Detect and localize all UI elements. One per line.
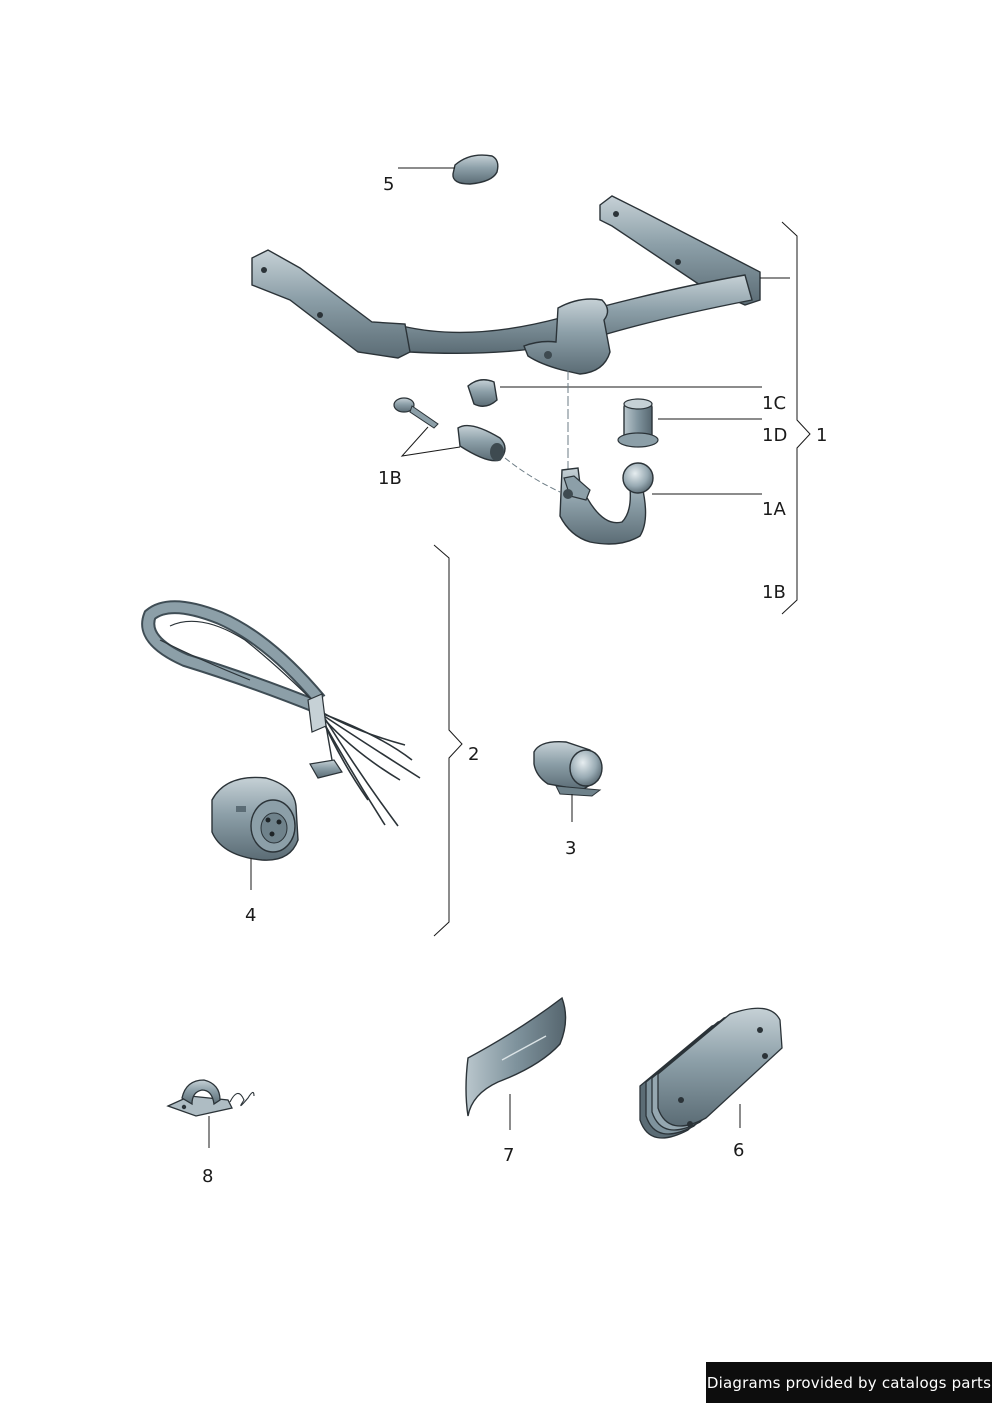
callout-2: 2 xyxy=(468,744,479,765)
callout-1A: 1A xyxy=(762,499,786,520)
callout-7: 7 xyxy=(503,1145,514,1166)
part-1D-protective-cap xyxy=(617,398,659,448)
callout-1B-right: 1B xyxy=(762,582,786,603)
part-7-sheet xyxy=(465,996,567,1117)
part-1C-cap xyxy=(467,379,498,407)
part-8-clip xyxy=(166,1079,255,1117)
callout-1D: 1D xyxy=(762,425,787,446)
callout-4: 4 xyxy=(245,905,256,926)
callout-1: 1 xyxy=(816,425,827,446)
part-2-wiring-harness xyxy=(141,600,421,827)
part-4-socket xyxy=(211,776,299,861)
footer-credit: Diagrams provided by catalogs parts xyxy=(706,1362,992,1403)
assembly-line-cable xyxy=(504,457,561,493)
callout-1C: 1C xyxy=(762,393,786,414)
callout-8: 8 xyxy=(202,1166,213,1187)
part-6-gasket-stack xyxy=(639,1007,783,1139)
leader-1B-left xyxy=(400,426,461,457)
part-1A-ball-neck xyxy=(559,462,654,545)
callout-3: 3 xyxy=(565,838,576,859)
callout-1B-left: 1B xyxy=(378,468,402,489)
part-1B-key-and-lock xyxy=(393,397,506,462)
part-5-cover-cap xyxy=(452,154,499,185)
callout-6: 6 xyxy=(733,1140,744,1161)
bracket-group-2 xyxy=(433,544,463,937)
part-1-towbar-crossmember xyxy=(251,195,761,375)
bracket-group-1 xyxy=(781,221,811,615)
callout-5: 5 xyxy=(383,174,394,195)
harness-connector-tab xyxy=(309,759,343,779)
part-3-connector-housing xyxy=(533,741,603,797)
harness-cable-tie xyxy=(307,693,327,733)
